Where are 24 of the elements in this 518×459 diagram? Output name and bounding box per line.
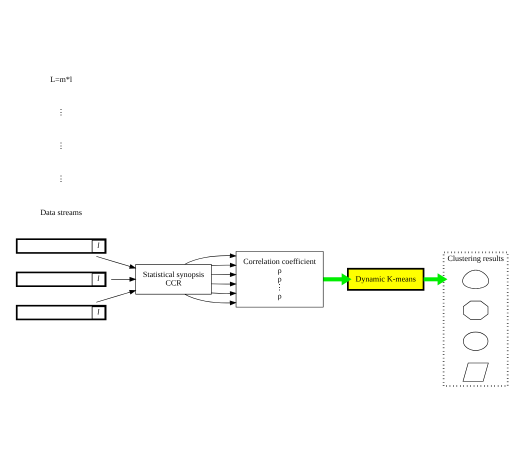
arrow [322, 272, 352, 285]
arrow [184, 252, 236, 264]
node-cloud [462, 269, 488, 288]
label: ⋮ [56, 174, 65, 184]
arrow [96, 289, 136, 302]
arrow [210, 272, 236, 276]
arrow [110, 276, 136, 282]
arrow [423, 272, 447, 285]
node-box: Correlation coefficient ρ ρ ⋮ ρ [235, 250, 323, 307]
node-ellipse [462, 331, 488, 350]
arrow [210, 262, 236, 268]
arrow [96, 256, 136, 268]
node-octagon [462, 300, 488, 320]
arrow [210, 290, 236, 296]
label: Data streams [40, 207, 82, 216]
cluster: Clustering results [442, 251, 508, 386]
node-box: Statistical synopsis CCR [134, 264, 212, 294]
node-box: Dynamic K-means [346, 267, 424, 290]
arrow [210, 281, 236, 286]
label: ⋮ [56, 108, 65, 117]
node-parallelogram [462, 362, 488, 382]
arrow [184, 294, 236, 305]
label: L=m*l [50, 74, 72, 84]
label: ⋮ [56, 140, 65, 150]
